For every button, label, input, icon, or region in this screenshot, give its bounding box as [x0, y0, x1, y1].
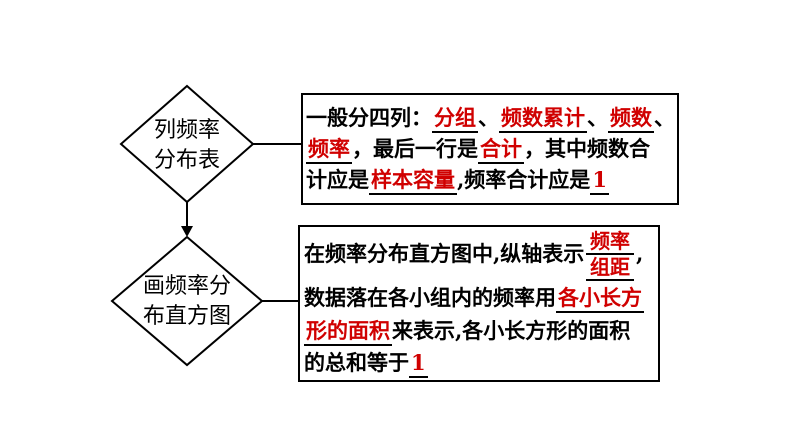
blank-ge-xiao-changfang: 各小长方 [556, 285, 644, 313]
blank-one-b: 1 [409, 350, 428, 378]
node1-label: 列频率 分布表 [137, 116, 237, 176]
diamond-node-2 [110, 235, 264, 367]
arrow-head [181, 226, 193, 237]
blank-pinlv-2: 频率 [586, 229, 634, 255]
box2-comma: , [636, 241, 644, 266]
blank-zuju: 组距 [586, 255, 634, 281]
box1-text-2: 、 [478, 105, 499, 130]
node1-line2: 分布表 [153, 148, 220, 173]
box2-line2: 数据落在各小组内的频率用各小长方 [304, 285, 644, 313]
blank-pinshu-leiji: 频数累计 [499, 105, 587, 133]
blank-yangben-rongliang: 样本容量 [369, 167, 457, 195]
box1-line2: 频率，最后一行是合计，其中频数合 [306, 136, 650, 164]
blank-pinlv: 频率 [306, 136, 352, 164]
blank-xing-de-mianji: 形的面积 [304, 318, 392, 346]
box1-line3: 计应是样本容量,频率合计应是1 [306, 167, 609, 195]
box1-text-8: ,频率合计应是 [457, 167, 591, 192]
box1-line1: 一般分四列：分组、频数累计、频数、 [306, 105, 675, 133]
box2-line3: 形的面积来表示,各小长方形的面积 [304, 318, 630, 346]
node2-line2: 布直方图 [142, 304, 231, 329]
blank-fenzu: 分组 [432, 105, 478, 133]
box2-line4: 的总和等于1 [304, 350, 428, 378]
node2-label: 画频率分 布直方图 [127, 272, 247, 332]
box2-text-5: 的总和等于 [304, 350, 409, 375]
description-box-1 [301, 93, 679, 205]
box2-text-1: 在频率分布直方图中,纵轴表示 [304, 241, 585, 266]
blank-pinshu: 频数 [608, 105, 654, 133]
box1-text-3: 、 [587, 105, 608, 130]
box2-text-4: 来表示,各小长方形的面积 [392, 318, 631, 343]
node2-line1: 画频率分 [142, 274, 231, 299]
description-box-2 [298, 225, 660, 382]
blank-heji: 合计 [478, 136, 524, 164]
blank-one-a: 1 [590, 167, 609, 195]
blank-pinlv-zuju: 频率 组距 [586, 229, 634, 281]
box1-text-4: 、 [654, 105, 675, 130]
node1-line1: 列频率 [153, 118, 220, 143]
box1-text-6: ，其中频数合 [524, 136, 650, 161]
box2-line1: 在频率分布直方图中,纵轴表示 [304, 241, 584, 267]
box1-text-7: 计应是 [306, 167, 369, 192]
box1-text-1: 一般分四列： [306, 105, 432, 130]
box1-text-5: ，最后一行是 [352, 136, 478, 161]
box2-text-3: 数据落在各小组内的频率用 [304, 285, 556, 310]
